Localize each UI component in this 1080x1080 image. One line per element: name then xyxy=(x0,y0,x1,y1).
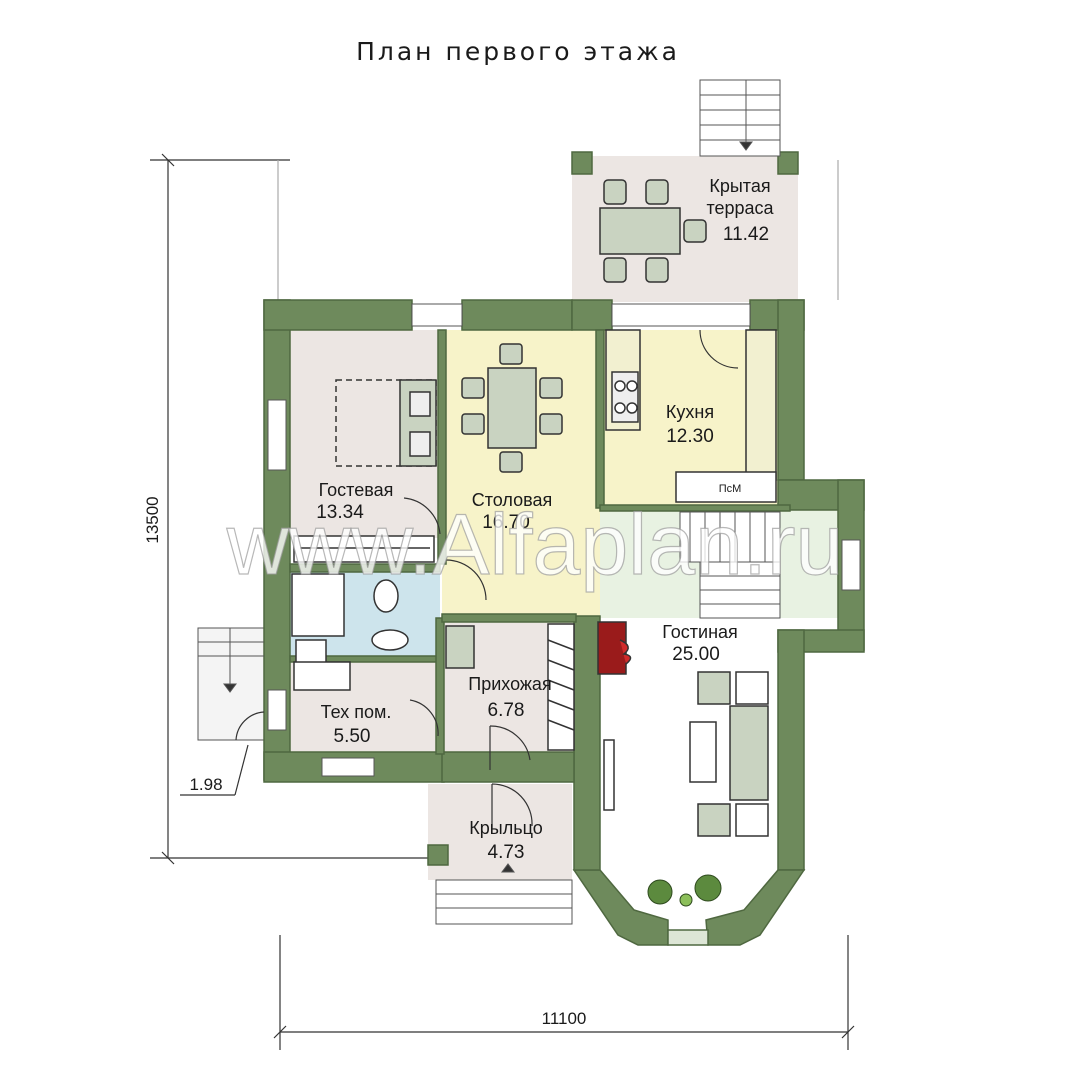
living-furniture xyxy=(603,671,769,837)
terrace-stairs xyxy=(699,79,781,157)
guest-label: Гостевая xyxy=(319,480,394,500)
room-floors xyxy=(197,156,840,880)
kitchen-label: Кухня xyxy=(666,402,714,422)
tech-fixtures xyxy=(293,661,351,691)
terrace-label-1: Крытая xyxy=(709,176,770,196)
door-swings xyxy=(235,329,739,828)
guest-area: 13.34 xyxy=(316,502,364,523)
terrace-label-2: терраса xyxy=(706,198,774,218)
dimension-height: 13500 xyxy=(143,496,162,543)
living-area: 25.00 xyxy=(672,644,720,665)
porch-label: Крыльцо xyxy=(469,818,542,838)
hall-furniture xyxy=(445,623,575,751)
porch-floor xyxy=(428,784,572,880)
bath-fixtures xyxy=(291,573,409,671)
dimension-width: 11100 xyxy=(542,1009,587,1028)
dining-furniture xyxy=(461,343,563,473)
plan-title: План первого этажа xyxy=(356,37,680,66)
porch-steps xyxy=(435,863,573,925)
kitchen-furniture xyxy=(605,329,777,503)
side-porch-stairs xyxy=(198,628,264,693)
watermark: www.Alfaplan.ru xyxy=(226,497,844,593)
room-labels: Крытая терраса 11.42 Гостевая 13.34 Стол… xyxy=(316,176,774,863)
dimension-porch-step: 1.98 xyxy=(189,775,222,794)
dishwasher-label: ПсМ xyxy=(719,483,742,495)
guest-furniture xyxy=(293,379,437,563)
living-label: Гостиная xyxy=(662,622,738,642)
porch-area: 4.73 xyxy=(488,842,525,863)
tech-area: 5.50 xyxy=(334,726,371,747)
terrace-furniture xyxy=(599,179,707,283)
hall-label: Прихожая xyxy=(468,674,551,694)
main-stairs xyxy=(679,511,781,619)
windows xyxy=(267,303,861,777)
plants xyxy=(647,874,722,907)
dining-label: Столовая xyxy=(472,490,553,510)
dining-area: 16.70 xyxy=(482,512,530,533)
fireplace xyxy=(597,621,632,675)
hall-area: 6.78 xyxy=(488,700,525,721)
kitchen-area: 12.30 xyxy=(666,426,714,447)
walls xyxy=(263,151,865,946)
terrace-area: 11.42 xyxy=(723,224,769,245)
tech-label: Тех пом. xyxy=(321,702,392,722)
dimension-lines xyxy=(150,153,855,1050)
